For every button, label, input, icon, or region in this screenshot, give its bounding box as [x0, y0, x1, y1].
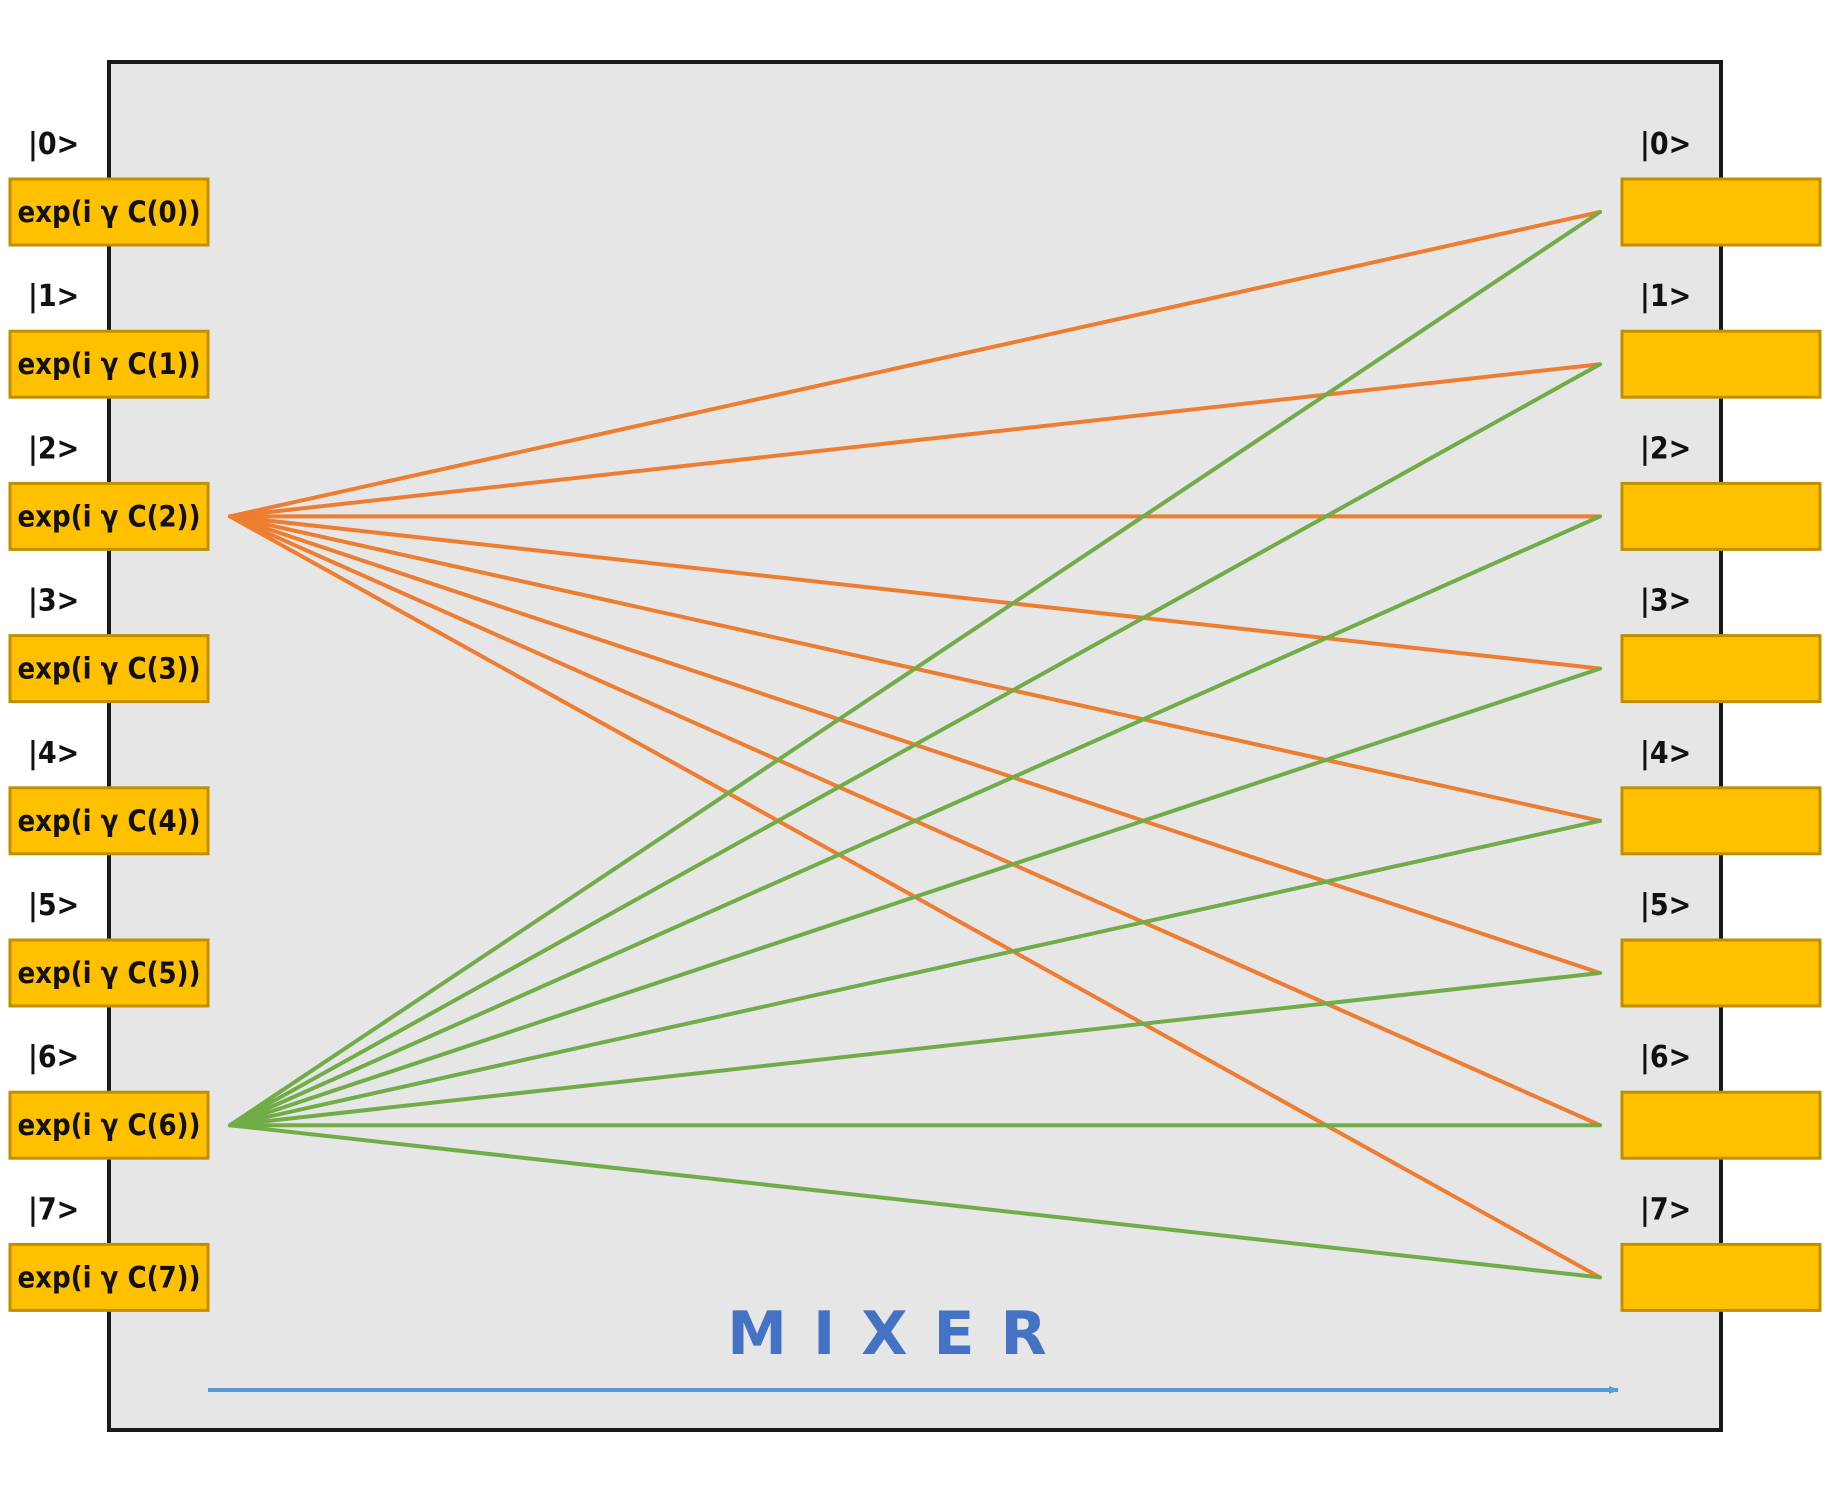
input-amplitude-box [8, 938, 210, 1008]
input-amplitude-text: exp(i γ C(1)) [17, 347, 200, 381]
output-amplitude-box [1620, 177, 1822, 247]
input-amplitude-box [8, 1242, 210, 1312]
input-ket-label: |7> [28, 1192, 79, 1227]
input-amplitude-text: exp(i γ C(4)) [17, 804, 200, 838]
output-ket-label: |5> [1640, 888, 1691, 923]
output-ket-label: |2> [1640, 431, 1691, 466]
input-amplitude-text: exp(i γ C(5)) [17, 956, 200, 990]
output-ket-label: |0> [1640, 127, 1691, 162]
edge-6-to-7 [228, 1123, 1602, 1280]
edge-6-to-1 [228, 362, 1602, 1128]
input-amplitude-box [8, 177, 210, 247]
edge-6-to-2 [228, 514, 1602, 1128]
input-ket-label: |6> [28, 1040, 79, 1075]
input-ket-label: |1> [28, 279, 79, 314]
edge-2-to-3 [228, 514, 1602, 671]
input-amplitude-text: exp(i γ C(6)) [17, 1108, 200, 1142]
edge-6-to-3 [228, 666, 1602, 1128]
input-ket-label: |0> [28, 127, 79, 162]
output-amplitude-box [1620, 786, 1822, 856]
output-amplitude-box [1620, 1242, 1822, 1312]
input-amplitude-text: exp(i γ C(3)) [17, 652, 200, 686]
edge-2-to-1 [228, 362, 1602, 519]
output-ket-label: |6> [1640, 1040, 1691, 1075]
output-states: |0> |1> |2> |3> |4> |5> |6> |7> [1620, 127, 1822, 1312]
output-amplitude-box [1620, 1090, 1822, 1160]
output-ket-label: |1> [1640, 279, 1691, 314]
input-amplitude-box [8, 481, 210, 551]
input-amplitude-box [8, 786, 210, 856]
input-ket-label: |5> [28, 888, 79, 923]
input-amplitude-box [8, 1090, 210, 1160]
input-amplitude-text: exp(i γ C(0)) [17, 195, 200, 229]
output-ket-label: |4> [1640, 736, 1691, 771]
edge-6-to-4 [228, 818, 1602, 1128]
edge-6-to-5 [228, 971, 1602, 1128]
edge-6-to-0 [228, 210, 1602, 1128]
input-ket-label: |4> [28, 736, 79, 771]
mixer-label: MIXER [727, 1299, 1072, 1369]
output-amplitude-box [1620, 329, 1822, 399]
edge-2-to-0 [228, 210, 1602, 519]
output-amplitude-box [1620, 634, 1822, 704]
input-ket-label: |3> [28, 584, 79, 619]
output-ket-label: |3> [1640, 584, 1691, 619]
input-ket-label: |2> [28, 431, 79, 466]
input-amplitude-text: exp(i γ C(2)) [17, 499, 200, 533]
input-amplitude-box [8, 634, 210, 704]
connection-lines [228, 210, 1602, 1280]
output-ket-label: |7> [1640, 1192, 1691, 1227]
input-amplitude-box [8, 329, 210, 399]
input-amplitude-text: exp(i γ C(7)) [17, 1260, 200, 1294]
input-states: |0> exp(i γ C(0)) |1> exp(i γ C(1)) |2> exp(i… [8, 127, 210, 1312]
output-amplitude-box [1620, 481, 1822, 551]
output-amplitude-box [1620, 938, 1822, 1008]
